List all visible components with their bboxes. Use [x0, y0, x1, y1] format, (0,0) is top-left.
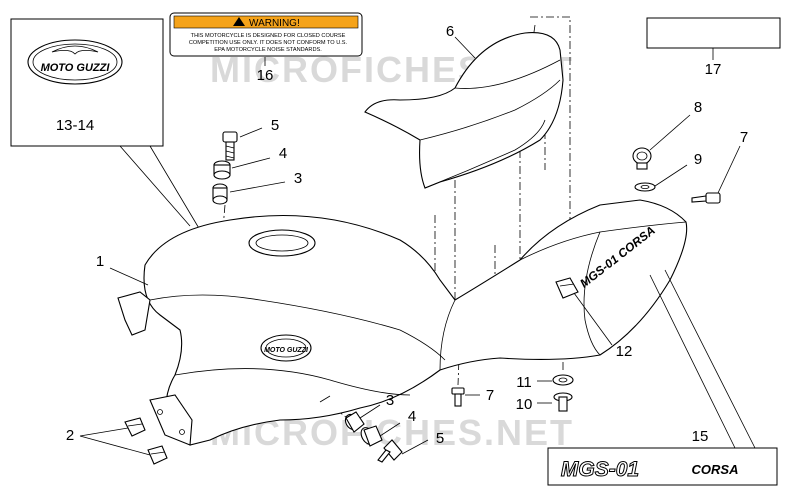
decal-suffix-text: CORSA [692, 462, 739, 477]
grommet-4-bottom [360, 425, 383, 447]
callout-4b: 4 [408, 408, 416, 425]
bolt-5-bottom [377, 439, 403, 463]
callout-7a: 7 [740, 129, 748, 146]
callout-5a: 5 [271, 117, 279, 134]
lower-tank-skirt [149, 394, 193, 446]
warning-header-bar [173, 15, 359, 29]
warning-line-2: COMPETITION USE ONLY. IT DOES NOT CONFOR… [189, 40, 348, 46]
callout-16: 16 [257, 67, 274, 84]
ring-bolt-8 [632, 147, 652, 170]
callout-13-14: 13-14 [56, 117, 94, 134]
box-17 [646, 17, 781, 49]
tank-emblem-text: MOTO GUZZI [264, 347, 309, 354]
callout-2: 2 [66, 427, 74, 444]
bolt-5-top [222, 131, 238, 161]
tank-bracket [117, 291, 151, 336]
warning-label-16: WARNING! THIS MOTORCYCLE IS DESIGNED FOR… [169, 12, 363, 57]
emblem-text: MOTO GUZZI [41, 62, 111, 74]
warning-line-3: EPA MOTORCYCLE NOISE STANDARDS. [214, 47, 322, 53]
tank-emblem [260, 334, 312, 362]
fuel-cap-opening [248, 229, 316, 257]
callout-9: 9 [694, 151, 702, 168]
callout-12: 12 [616, 343, 633, 360]
decal-model-text: MGS-01 [561, 458, 639, 481]
callout-8: 8 [694, 99, 702, 116]
bolt-7-right [691, 192, 721, 204]
callout-7b: 7 [486, 387, 494, 404]
bolt-7-bottom [451, 387, 465, 407]
callout-17: 17 [705, 61, 722, 78]
decal-box-15: MGS-01 CORSA 15 [547, 428, 778, 486]
callout-3a: 3 [294, 170, 302, 187]
fuel-tank-1: MOTO GUZZI [117, 199, 688, 446]
grommet-4-top [213, 160, 231, 180]
eagle-icon [51, 45, 99, 55]
warning-heading: WARNING! [249, 18, 300, 29]
callout-10: 10 [516, 396, 533, 413]
warning-line-1: THIS MOTORCYCLE IS DESIGNED FOR CLOSED C… [191, 33, 346, 39]
seat-6 [364, 32, 564, 189]
leader-15 [649, 269, 756, 449]
clip-12 [555, 277, 579, 299]
callout-15: 15 [692, 428, 709, 445]
spacer-3-bottom [344, 411, 365, 433]
callout-3b: 3 [386, 392, 394, 409]
washer-9 [634, 182, 656, 192]
washer-11 [552, 374, 574, 386]
warning-triangle-icon [233, 17, 245, 26]
callout-4a: 4 [279, 145, 287, 162]
spacer-3-top [212, 183, 228, 205]
callout-11: 11 [516, 374, 532, 391]
callout-6: 6 [446, 23, 454, 40]
leader-13-14 [119, 145, 201, 231]
clip-2-upper [124, 417, 146, 437]
moto-guzzi-emblem [27, 39, 123, 85]
callout-5b: 5 [436, 430, 444, 447]
emblem-box-13-14: MOTO GUZZI 13-14 [10, 18, 164, 147]
bolt-10 [553, 392, 573, 412]
clip-2-lower [147, 445, 168, 465]
callout-1: 1 [96, 253, 104, 270]
